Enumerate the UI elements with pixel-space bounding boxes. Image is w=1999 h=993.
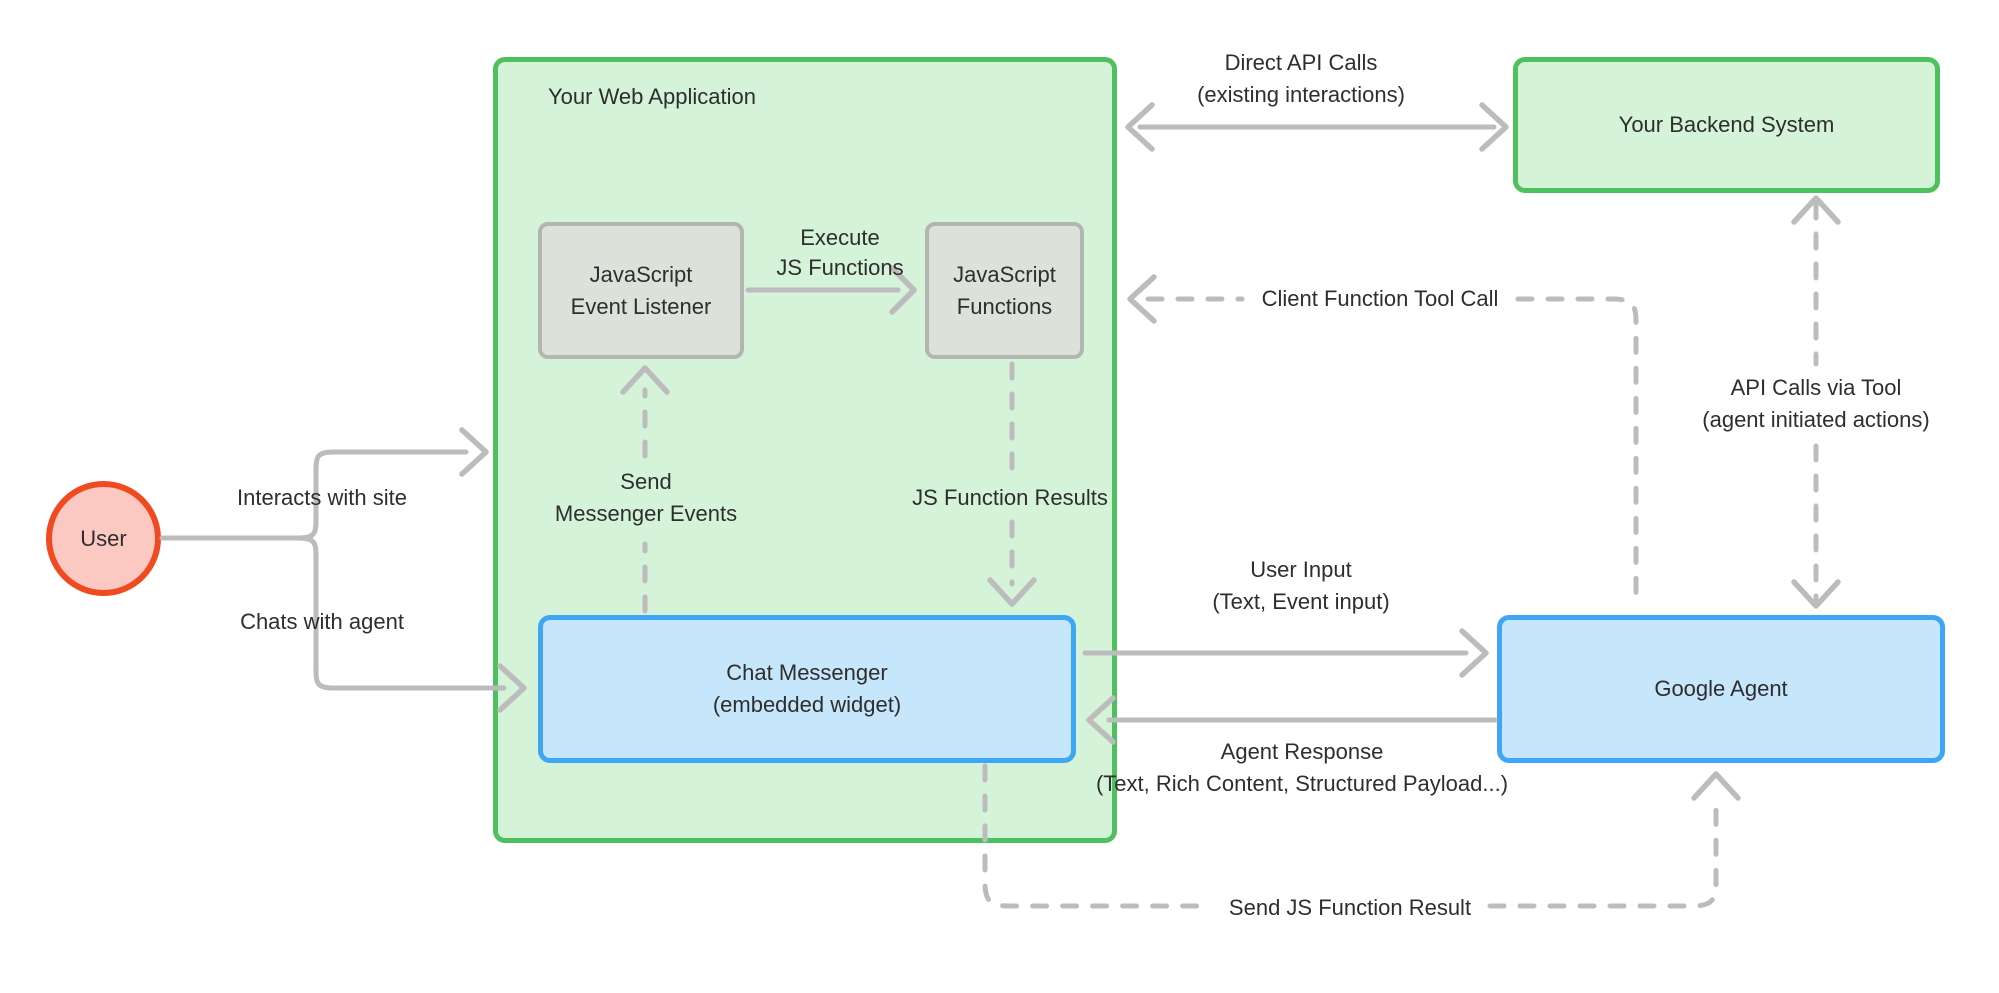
label-send-messenger-events: Send Messenger Events	[555, 466, 737, 530]
label-client-function-tool-call: Client Function Tool Call	[1262, 283, 1499, 315]
label-text: Interacts with site	[237, 485, 407, 510]
node-label-line: Functions	[956, 293, 1053, 319]
label-send-js-function-result: Send JS Function Result	[1229, 892, 1471, 924]
label-execute-js-functions: Execute JS Functions	[776, 223, 903, 283]
label-text: Chats with agent	[240, 609, 404, 634]
node-js-event-listener: JavaScript Event Listener	[538, 222, 744, 359]
label-text: Execute	[800, 225, 880, 250]
label-api-calls-via-tool: API Calls via Tool (agent initiated acti…	[1702, 372, 1929, 436]
label-text: JS Functions	[776, 255, 904, 280]
node-label: User	[80, 525, 127, 551]
node-chat-messenger: Chat Messenger (embedded widget)	[538, 615, 1076, 763]
label-text: (Text, Event input)	[1212, 589, 1390, 614]
label-agent-response: Agent Response (Text, Rich Content, Stru…	[1096, 736, 1508, 800]
node-google-agent: Google Agent	[1497, 615, 1945, 763]
label-text: Direct API Calls	[1224, 50, 1378, 75]
label-text: User Input	[1250, 557, 1352, 582]
label-text: Send JS Function Result	[1228, 895, 1472, 920]
node-label-line: Chat Messenger	[726, 660, 888, 685]
label-text: JS Function Results	[912, 485, 1108, 510]
label-text: Agent Response	[1220, 739, 1384, 764]
label-text: Client Function Tool Call	[1261, 286, 1499, 311]
node-js-functions: JavaScript Functions	[925, 222, 1084, 359]
node-user: User	[46, 481, 161, 596]
label-chats-with-agent: Chats with agent	[240, 606, 404, 638]
label-text: (existing interactions)	[1197, 82, 1405, 107]
node-label-line: (embedded widget)	[712, 692, 902, 717]
label-text: (agent initiated actions)	[1702, 407, 1930, 432]
node-backend-system: Your Backend System	[1513, 57, 1940, 193]
edge-user-input	[1082, 628, 1489, 678]
label-text: Send	[620, 469, 672, 494]
node-label-line: JavaScript	[953, 261, 1056, 287]
node-label: Google Agent	[1654, 676, 1788, 701]
node-label-line: JavaScript	[589, 261, 693, 287]
label-direct-api-calls: Direct API Calls (existing interactions)	[1197, 47, 1405, 111]
edge-direct-api-calls	[1125, 102, 1509, 152]
label-user-input: User Input (Text, Event input)	[1212, 554, 1389, 618]
label-text: API Calls via Tool	[1730, 375, 1902, 400]
label-text: Messenger Events	[554, 501, 738, 526]
label-js-function-results: JS Function Results	[912, 482, 1108, 514]
label-interacts-with-site: Interacts with site	[237, 482, 407, 514]
node-label-line: Event Listener	[570, 293, 712, 319]
node-label: Your Backend System	[1618, 112, 1835, 137]
label-text: (Text, Rich Content, Structured Payload.…	[1095, 771, 1509, 796]
web-application-title: Your Web Application	[548, 84, 756, 109]
